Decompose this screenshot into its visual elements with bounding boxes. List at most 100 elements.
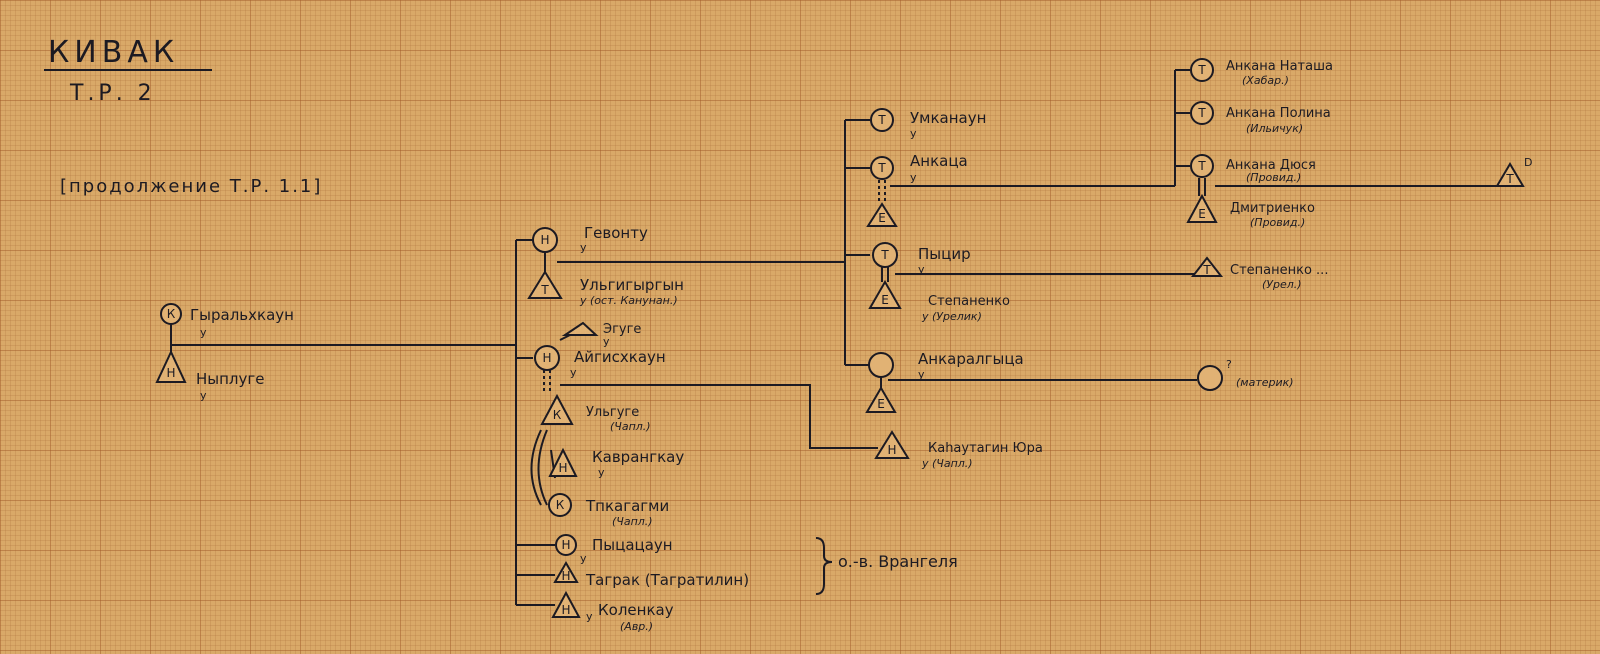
svg-text:Гыральхкаун: Гыральхкаун <box>190 306 294 324</box>
node-dmitrienko: Е Дмитриенко (Провид.) <box>1186 193 1315 229</box>
svg-text:Анкана Полина: Анкана Полина <box>1226 106 1331 121</box>
node-ergyge: Эгуге у <box>561 321 641 348</box>
svg-text:у: у <box>910 127 917 140</box>
svg-text:(Хабар.): (Хабар.) <box>1242 74 1289 87</box>
diagram-title: КИВАК <box>48 35 179 70</box>
svg-text:у (Урелик): у (Урелик) <box>921 310 982 323</box>
node-nypluge: Н Ныплуге у <box>155 349 265 402</box>
node-ankana-natasha: Т Анкана Наташа (Хабар.) <box>1190 58 1333 87</box>
node-ankatsa-spouse: Е <box>866 202 898 227</box>
svg-text:(Провид.): (Провид.) <box>1250 216 1305 229</box>
svg-text:Анкаралгыца: Анкаралгыца <box>918 350 1024 368</box>
svg-text:(Провид.): (Провид.) <box>1246 171 1301 184</box>
connection-lines <box>170 69 1497 606</box>
node-ankaralgytsa: Анкаралгыца у <box>868 350 1024 381</box>
svg-text:Т: Т <box>1197 63 1206 77</box>
svg-text:Степаненко ...: Степаненко ... <box>1230 263 1328 278</box>
node-d-child: Т D <box>1495 156 1532 187</box>
continuation-note: [продолжение Т.Р. 1.1] <box>60 176 322 197</box>
svg-text:Н: Н <box>540 233 549 247</box>
svg-text:Айгисхкаун: Айгисхкаун <box>574 348 666 366</box>
node-aigiskhkaun: Н Айгисхкаун у <box>534 345 666 379</box>
svg-text:К: К <box>556 498 565 512</box>
svg-text:(Урел.): (Урел.) <box>1262 278 1302 291</box>
svg-text:(Чапл.): (Чапл.) <box>610 420 651 433</box>
node-mother-unknown: ? (материк) <box>1197 358 1294 391</box>
svg-text:Анкана Дюся: Анкана Дюся <box>1226 158 1316 173</box>
node-pytsir: Т Пыцир у <box>872 242 971 276</box>
svg-text:Умканаун: Умканаун <box>910 109 986 127</box>
svg-text:Е: Е <box>878 211 886 225</box>
svg-text:Ульгигыргын: Ульгигыргын <box>580 276 684 294</box>
svg-text:Т: Т <box>1197 106 1206 120</box>
svg-text:Т: Т <box>1197 159 1206 173</box>
node-kolenkau: Н у Коленкау (Авр.) <box>551 590 674 633</box>
node-gevontu: Н Гевонту у <box>532 224 648 254</box>
svg-text:(материк): (материк) <box>1236 376 1294 389</box>
svg-text:у: у <box>598 466 605 479</box>
svg-text:Пыцацаун: Пыцацаун <box>592 536 673 554</box>
svg-text:(Ильичук): (Ильичук) <box>1246 122 1303 135</box>
svg-text:Н: Н <box>558 461 567 475</box>
aigis-marriage-2a <box>530 429 542 506</box>
node-gyralkhkaun: К Гыральхкаун у <box>160 303 294 339</box>
svg-text:D: D <box>1524 156 1532 169</box>
svg-text:у (Чапл.): у (Чапл.) <box>921 457 973 470</box>
diagram-subtitle: Т.Р. 2 <box>69 81 156 106</box>
wrangel-brace <box>815 537 833 595</box>
svg-text:Н: Н <box>561 538 570 552</box>
svg-text:Таграк (Тагратилин): Таграк (Тагратилин) <box>585 571 749 589</box>
svg-text:Е: Е <box>877 397 885 411</box>
svg-text:у: у <box>580 241 587 254</box>
svg-text:Т: Т <box>1202 263 1211 277</box>
svg-text:Т: Т <box>1505 172 1514 186</box>
svg-text:Анкана Наташа: Анкана Наташа <box>1226 59 1333 74</box>
svg-text:Н: Н <box>166 366 175 380</box>
aigis-descent-line <box>560 384 878 449</box>
svg-text:у: у <box>918 263 925 276</box>
node-kakhautagin: Н Каhаутагин Юра у (Чапл.) <box>874 430 1043 470</box>
svg-text:Т: Т <box>877 161 886 175</box>
node-ankana-dusya: Т Анкана Дюся (Провид.) <box>1190 154 1316 184</box>
svg-text:у: у <box>603 335 610 348</box>
svg-text:Н: Н <box>561 569 570 583</box>
aigis-marriage-2b <box>537 429 548 506</box>
svg-text:Н: Н <box>887 443 896 457</box>
node-ankaralgytsa-spouse: Е <box>865 386 897 413</box>
svg-text:Т: Т <box>877 113 886 127</box>
svg-text:у: у <box>580 552 587 565</box>
svg-text:(Авр.): (Авр.) <box>620 620 653 633</box>
node-umkanaun: Т Умканаун у <box>870 108 986 140</box>
svg-text:Тпкагагми: Тпкагагми <box>585 497 669 515</box>
svg-text:у: у <box>918 368 925 381</box>
svg-text:К: К <box>167 307 176 321</box>
svg-text:у: у <box>200 389 207 402</box>
svg-text:Е: Е <box>881 293 889 307</box>
svg-text:у: у <box>586 610 593 623</box>
node-tpkagagmi: К Тпкагагми (Чапл.) <box>548 493 669 528</box>
svg-text:у (ост. Канунан.): у (ост. Канунан.) <box>579 294 678 307</box>
svg-text:Ныплуге: Ныплуге <box>196 370 265 388</box>
svg-text:Эгуге: Эгуге <box>603 322 641 337</box>
node-ankatsa: Т Анкаца у <box>870 152 968 184</box>
svg-text:Каврангкау: Каврангкау <box>592 448 684 466</box>
node-ulgigyrgyn: Т Ульгигыргын у (ост. Канунан.) <box>527 270 684 307</box>
node-ulgyge: К Ульгуге (Чапл.) <box>540 393 651 433</box>
svg-text:(Чапл.): (Чапл.) <box>612 515 653 528</box>
node-pytsatsaun: Н Пыцацаун у <box>555 534 673 565</box>
svg-text:К: К <box>553 408 562 422</box>
node-tagrak: Н Таграк (Тагратилин) <box>553 561 749 589</box>
svg-text:Пыцир: Пыцир <box>918 245 971 263</box>
svg-text:у: у <box>570 366 577 379</box>
svg-text:Коленкау: Коленкау <box>598 601 674 619</box>
svg-text:Гевонту: Гевонту <box>584 224 648 242</box>
svg-text:Т: Т <box>540 283 549 297</box>
svg-text:у: у <box>910 171 917 184</box>
svg-text:Ульгуге: Ульгуге <box>586 405 639 420</box>
node-ankana-polina: Т Анкана Полина (Ильичук) <box>1190 101 1331 135</box>
svg-text:Анкаца: Анкаца <box>910 152 968 170</box>
wrangel-label: о.-в. Врангеля <box>838 552 958 571</box>
svg-text:Дмитриенко: Дмитриенко <box>1230 201 1315 216</box>
